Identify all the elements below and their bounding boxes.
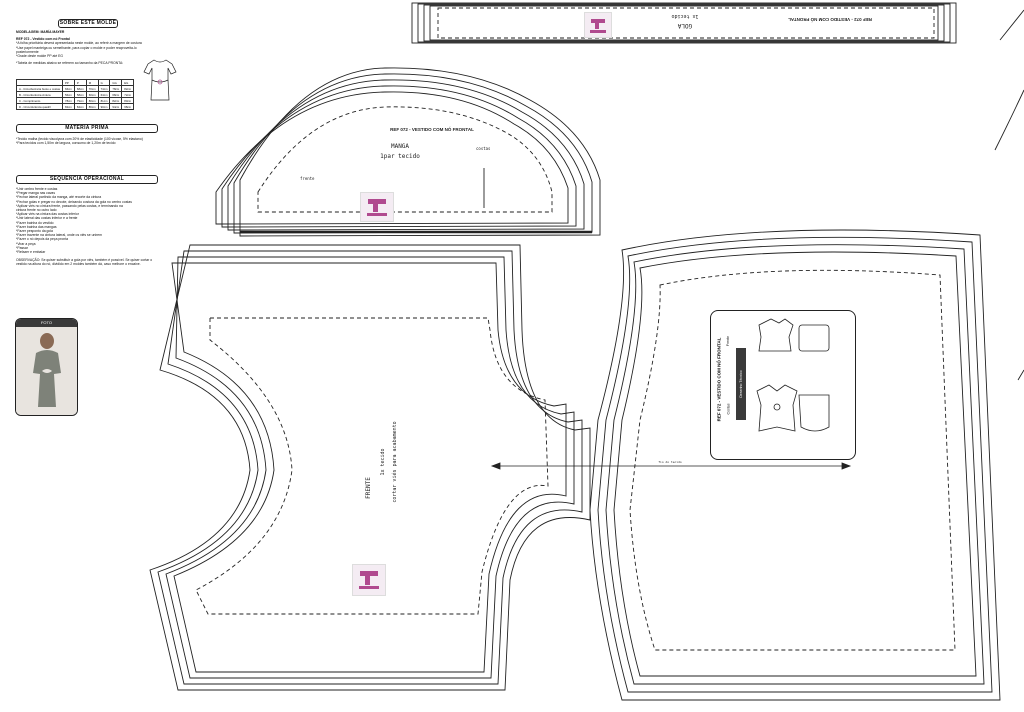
about-text: MODELAGEM: MARÍA MAYER REF 072 - Vestido…	[16, 30, 166, 65]
collar-label: GOLA	[677, 22, 692, 29]
intro-line: posteriormente	[16, 49, 39, 54]
materia-line: *Tecido malha (tecido viscolycra com 20%…	[16, 137, 143, 141]
materia-line: *Para tecidos com 1,50m de largura, cons…	[16, 141, 116, 146]
sleeve-cut: 1par tecido	[380, 153, 420, 160]
table-cell: 84cm	[73, 103, 87, 110]
grain-label: fio do tecido	[658, 460, 682, 464]
brand-logo	[360, 192, 394, 222]
sequencia-line: *Aplicar viés no cintura frente, passand…	[16, 203, 123, 208]
collar-piece	[411, 2, 957, 44]
collar-ref: REF 072 - VESTIDO COM NÓ FRONTAL	[788, 17, 872, 24]
intro-line: *A folha prioritária deverá apresentada …	[16, 41, 142, 46]
table-row: D - Circunferência quadril 82cm 84cm 86c…	[15, 103, 135, 110]
sequencia-line: *Fazer bainha do vestido	[16, 220, 54, 225]
table-cell: 86cm	[85, 103, 99, 110]
sequencia-line: *Unir ombro frente e costas	[16, 187, 58, 191]
sleeve-front-label: frente	[300, 176, 315, 181]
sequencia-line: *Passar	[16, 245, 28, 250]
sewing-machine-icon	[367, 199, 387, 216]
dress-sketch	[143, 59, 177, 101]
sewing-machine-icon	[590, 19, 606, 33]
adjacent-piece-edge	[994, 9, 1024, 381]
front-piece	[149, 244, 591, 691]
front-note: cortar viés para acabamento	[391, 421, 398, 502]
brand-logo	[352, 564, 386, 596]
about-header: SOBRE ESTE MOLDE	[58, 19, 118, 28]
sewing-machine-icon	[359, 571, 379, 589]
sequencia-header: SEQUÊNCIA OPERACIONAL	[16, 175, 158, 184]
table-cell: 82cm	[62, 103, 75, 110]
materia-prima-header: MATÉRIA PRIMA	[16, 124, 158, 133]
designer-line: MODELAGEM: MARÍA MAYER	[16, 30, 65, 34]
model-photo: FOTO	[15, 318, 78, 416]
observacao-line: OBSERVAÇÃO: Se quiser substituir a gola …	[16, 258, 153, 263]
grain-line	[490, 462, 852, 470]
sleeve-label: MANGA	[391, 143, 409, 150]
ref-title: REF 072 - Vestido com nó Frontal	[16, 37, 70, 42]
sequencia-line: *Fazer o nó depois da peça pronta	[16, 237, 69, 242]
intro-line: *Use papel manteiga ou semelhante, para …	[16, 45, 137, 50]
technical-drawing-card: REF 072 - VESTIDO COM NÓ FRONTAL Desenho…	[710, 310, 856, 460]
sequencia-line: *Refazer e embalar	[16, 250, 46, 255]
materia-prima-text: *Tecido malha (tecido viscolycra com 20%…	[16, 137, 166, 145]
sequencia-line: cintura frente no outro lado	[16, 208, 57, 213]
measurement-table: PP P M G GG EG A - Circunferência busto …	[15, 79, 135, 110]
sequencia-text: *Unir ombro frente e costas *Pregar mang…	[16, 187, 166, 267]
sequencia-line: *Fazer travente na cintura lateral, onde…	[16, 233, 102, 238]
table-row: B - Circunferência cintura 56cm 58cm 60c…	[15, 91, 135, 98]
table-cell: 90cm	[97, 103, 111, 110]
front-label: FRENTE	[365, 477, 372, 499]
front-cut: 1x tecido	[380, 448, 386, 475]
table-cell: 94cm	[109, 103, 123, 110]
sequencia-line: *Fazer pesponto da gola	[16, 229, 53, 234]
sequencia-line: *Virar a peça	[16, 241, 36, 246]
sleeve-piece	[215, 67, 601, 237]
collar-cut: 1x tecido	[671, 13, 698, 19]
sleeve-back-label: costas	[476, 146, 491, 151]
sequencia-line: *Unir lateral das costas inferior e a fr…	[16, 216, 78, 221]
back-piece	[589, 229, 1001, 701]
table-cell: 98cm	[121, 103, 135, 110]
sequencia-line: *Fechar lateral partindo da manga, até r…	[16, 195, 102, 200]
intro-line: *Grade deste molde PP até EG	[16, 54, 64, 59]
observacao-line: vestido na altura do nó, dividido em 2 m…	[16, 262, 141, 267]
technical-drawing	[756, 318, 830, 432]
photo-label: FOTO	[16, 319, 77, 327]
sleeve-ref: REF 072 - VESTIDO COM NÓ FRONTAL	[390, 125, 474, 132]
model-illustration	[16, 327, 77, 415]
sequencia-line: *Pregar manga nas cavas	[16, 191, 56, 196]
sequencia-line: *Aplicar viés na cintura das costas infe…	[16, 212, 79, 217]
sequencia-line: *Fechar golas e pregar no decote, deixan…	[16, 199, 132, 204]
brand-logo	[584, 12, 612, 38]
table-caption: *Tabela de medidas abaixo se referem ao …	[16, 61, 124, 66]
table-cell: D - Circunferência quadril	[15, 103, 64, 110]
sequencia-line: *Fazer bainha das mangas	[16, 224, 57, 229]
